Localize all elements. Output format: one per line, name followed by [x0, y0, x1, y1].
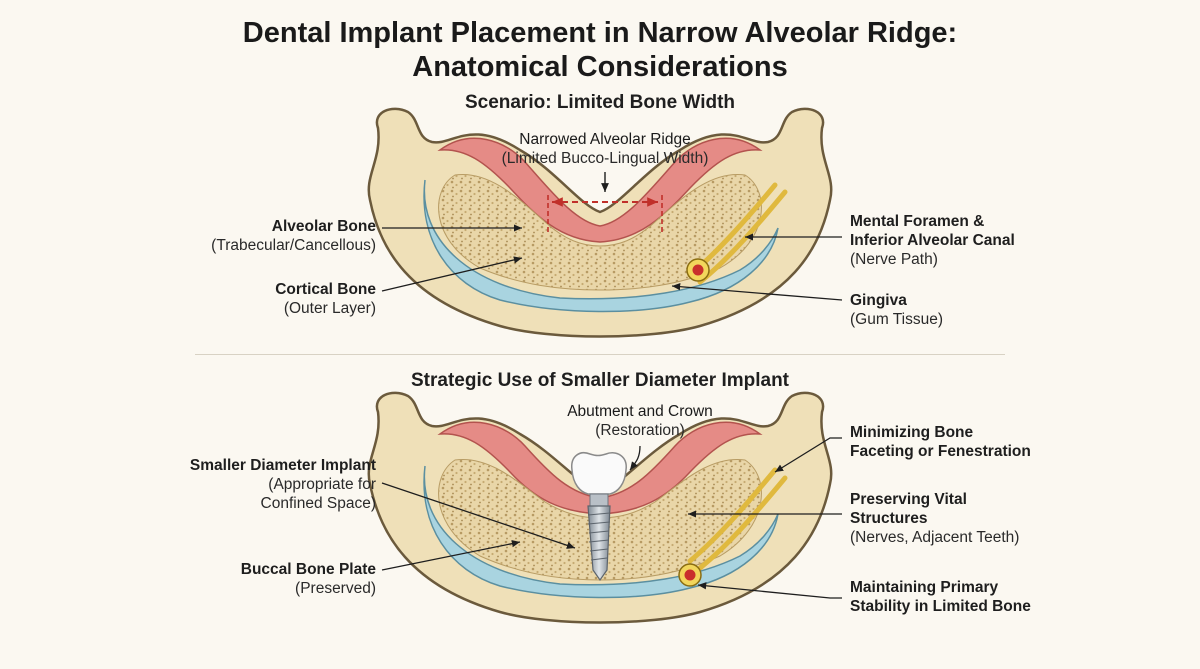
buccal-plate-sub: (Preserved) [295, 580, 376, 597]
preserving-line2: Structures [850, 510, 928, 527]
abutment [589, 493, 609, 507]
section-divider [195, 354, 1005, 355]
minimizing-line2: Faceting or Fenestration [850, 443, 1031, 460]
gingiva-label: Gingiva (Gum Tissue) [850, 291, 943, 329]
implant-fixture [587, 505, 611, 582]
smaller-implant-title: Smaller Diameter Implant [189, 457, 376, 474]
mental-foramen-title1: Mental Foramen & [850, 213, 985, 230]
cortical-bone-title: Cortical Bone [275, 281, 376, 298]
maintaining-label: Maintaining Primary Stability in Limited… [850, 578, 1031, 616]
preserving-label: Preserving Vital Structures (Nerves, Adj… [850, 490, 1019, 547]
implant-assembly [571, 452, 627, 582]
smaller-implant-label: Smaller Diameter Implant (Appropriate fo… [150, 456, 376, 513]
gingiva-title: Gingiva [850, 292, 907, 309]
crown-icon [571, 452, 627, 495]
cortical-bone-label: Cortical Bone (Outer Layer) [170, 280, 376, 318]
top-leader-lines [381, 224, 843, 301]
page-title-line2: Anatomical Considerations [412, 51, 788, 83]
preserving-sub: (Nerves, Adjacent Teeth) [850, 529, 1020, 546]
smaller-implant-sub1: (Appropriate for [268, 476, 376, 493]
mental-foramen-sub: (Nerve Path) [850, 251, 938, 268]
preserving-line1: Preserving Vital [850, 491, 967, 508]
bottom-leader-lines [381, 437, 842, 599]
ridge-label: Narrowed Alveolar Ridge (Limited Bucco-L… [480, 130, 730, 168]
maintaining-line2: Stability in Limited Bone [850, 598, 1031, 615]
abutment-label: Abutment and Crown (Restoration) [520, 402, 760, 440]
bottom-nerve-canal [687, 467, 788, 571]
maintaining-line1: Maintaining Primary [850, 579, 999, 596]
buccal-plate-title: Buccal Bone Plate [240, 561, 376, 578]
ridge-label-title: Narrowed Alveolar Ridge [519, 131, 691, 148]
alveolar-bone-sub: (Trabecular/Cancellous) [211, 237, 376, 254]
top-cortical-layer [423, 179, 779, 313]
top-panel-heading: Scenario: Limited Bone Width [464, 92, 736, 113]
mental-foramen-title2: Inferior Alveolar Canal [850, 232, 1015, 249]
buccal-plate-label: Buccal Bone Plate (Preserved) [170, 560, 376, 598]
mental-foramen-label: Mental Foramen & Inferior Alveolar Canal… [850, 212, 1015, 269]
abutment-title: Abutment and Crown [567, 403, 713, 420]
ridge-label-sub: (Limited Bucco-Lingual Width) [501, 150, 709, 167]
alveolar-bone-label: Alveolar Bone (Trabecular/Cancellous) [170, 217, 376, 255]
smaller-implant-sub2: Confined Space) [260, 495, 376, 512]
alveolar-bone-title: Alveolar Bone [271, 218, 376, 235]
gingiva-sub: (Gum Tissue) [850, 311, 944, 328]
bottom-mandible [367, 391, 833, 624]
ridge-width-marker [547, 172, 663, 232]
abutment-sub: (Restoration) [595, 422, 685, 439]
minimizing-label: Minimizing Bone Faceting or Fenestration [850, 423, 1031, 461]
bottom-panel-heading: Strategic Use of Smaller Diameter Implan… [410, 370, 789, 391]
cortical-bone-sub: (Outer Layer) [283, 300, 376, 317]
minimizing-line1: Minimizing Bone [850, 424, 974, 441]
page-title-line1: Dental Implant Placement in Narrow Alveo… [242, 17, 958, 49]
